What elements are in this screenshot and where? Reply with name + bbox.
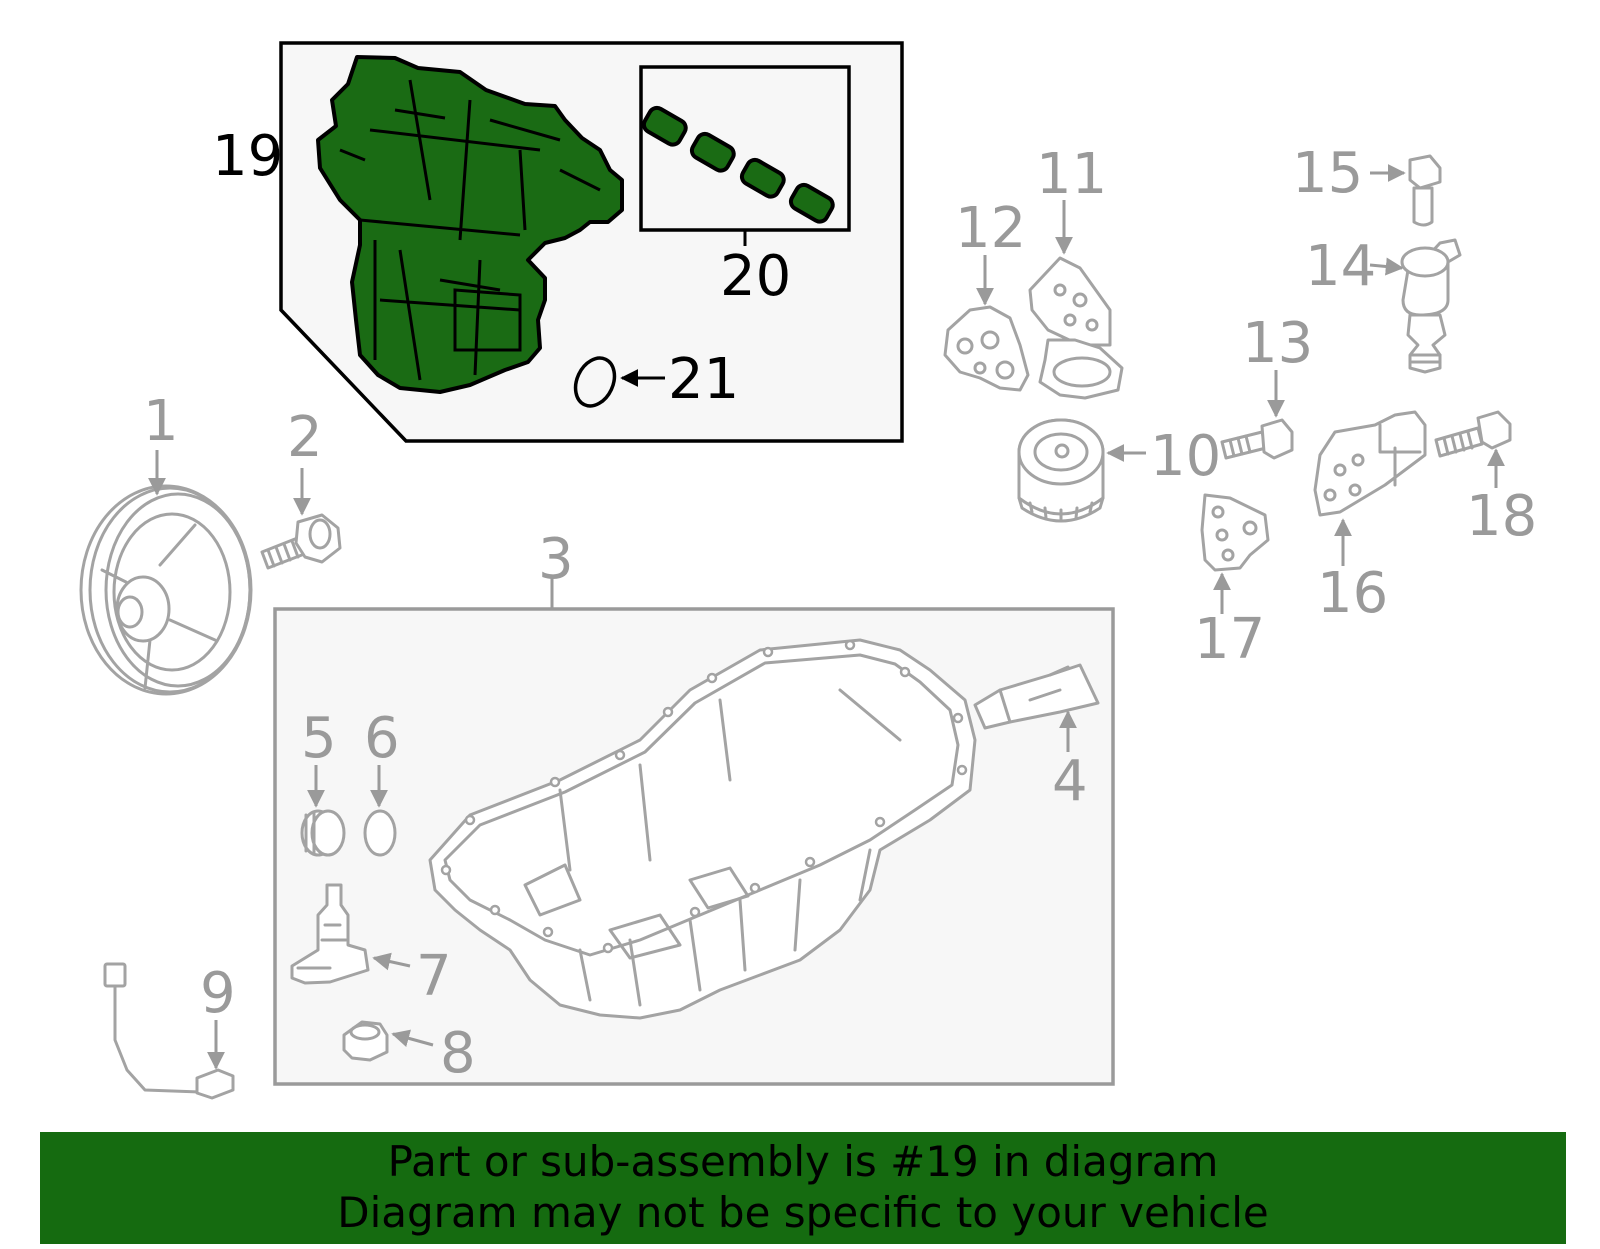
oil-level-sensor-4[interactable] (973, 663, 1100, 730)
washer-6[interactable] (363, 809, 397, 857)
pump-gasket-17[interactable] (1200, 493, 1270, 572)
info-banner: Part or sub-assembly is #19 in diagram D… (40, 1132, 1566, 1244)
callout-5: 5 (301, 706, 337, 771)
bolt-15[interactable] (1408, 154, 1442, 227)
callout-2: 2 (287, 405, 323, 470)
callout-16: 16 (1317, 561, 1388, 626)
bolt-13[interactable] (1220, 418, 1294, 460)
callout-19: 19 (212, 124, 283, 189)
adapter-gasket-12[interactable] (943, 305, 1030, 392)
o-ring-21[interactable] (568, 352, 622, 413)
callout-8: 8 (440, 1021, 476, 1086)
callout-10: 10 (1150, 424, 1221, 489)
oil-pan-assembly-19[interactable] (316, 55, 624, 394)
callout-7: 7 (416, 944, 452, 1009)
drain-bolt-8[interactable] (342, 1020, 389, 1062)
callout-18: 18 (1466, 484, 1537, 549)
gasket-20[interactable] (641, 105, 836, 225)
banner-line-1: Part or sub-assembly is #19 in diagram (387, 1137, 1219, 1186)
banner-line-2: Diagram may not be specific to your vehi… (337, 1188, 1269, 1237)
callout-9: 9 (200, 961, 236, 1026)
callout-6: 6 (364, 706, 400, 771)
solenoid-14[interactable] (1400, 238, 1462, 374)
callout-21: 21 (668, 347, 739, 412)
callout-1: 1 (143, 389, 179, 454)
oil-sensor-7[interactable] (290, 883, 370, 985)
callout-14: 14 (1305, 234, 1376, 299)
oil-filter-10[interactable] (1017, 418, 1105, 523)
callout-11: 11 (1036, 142, 1107, 207)
callout-20: 20 (720, 244, 791, 309)
callout-4: 4 (1052, 749, 1088, 814)
callout-17: 17 (1194, 607, 1265, 672)
callout-13: 13 (1242, 311, 1313, 376)
drain-plug-5[interactable] (300, 809, 346, 857)
callout-12: 12 (955, 196, 1026, 261)
crank-pulley-1[interactable] (79, 484, 253, 696)
bolt-18[interactable] (1434, 410, 1512, 458)
pulley-bolt-2[interactable] (260, 513, 342, 570)
callout-3: 3 (538, 527, 574, 592)
sensor-harness-9[interactable] (103, 962, 235, 1100)
pump-body-16[interactable] (1313, 410, 1427, 517)
oil-pan-3[interactable] (428, 638, 977, 1020)
callout-15: 15 (1292, 141, 1363, 206)
filter-adapter-11[interactable] (1028, 256, 1124, 400)
